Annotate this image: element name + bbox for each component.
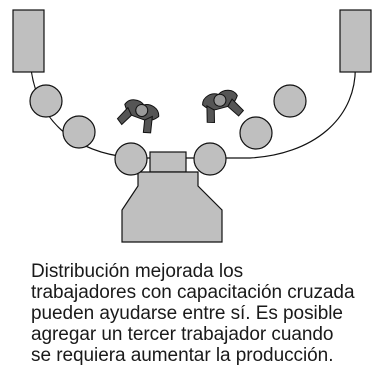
station-3 <box>114 142 148 176</box>
caption-line-5: se requiera aumentar la producción. <box>31 345 334 366</box>
layout-diagram <box>12 9 372 243</box>
caption-line-2: trabajadores con capacitación cruzada <box>31 282 355 303</box>
station-2 <box>62 115 96 149</box>
left-rack <box>12 9 45 73</box>
station-5 <box>239 116 273 150</box>
caption-line-4: agregar un tercer trabajador cuando <box>31 324 334 345</box>
caption-line-1: Distribución mejorada los <box>31 261 244 282</box>
diagram-caption: Distribución mejorada los trabajadores c… <box>31 261 385 366</box>
caption-line-3: pueden ayudarse entre sí. Es posible <box>31 303 343 324</box>
worker-left-icon <box>116 99 160 134</box>
right-rack <box>339 9 372 73</box>
worker-right-icon <box>202 89 245 123</box>
station-6 <box>273 84 307 118</box>
station-1 <box>29 84 63 118</box>
central-machine <box>121 151 223 243</box>
station-4 <box>193 142 227 176</box>
